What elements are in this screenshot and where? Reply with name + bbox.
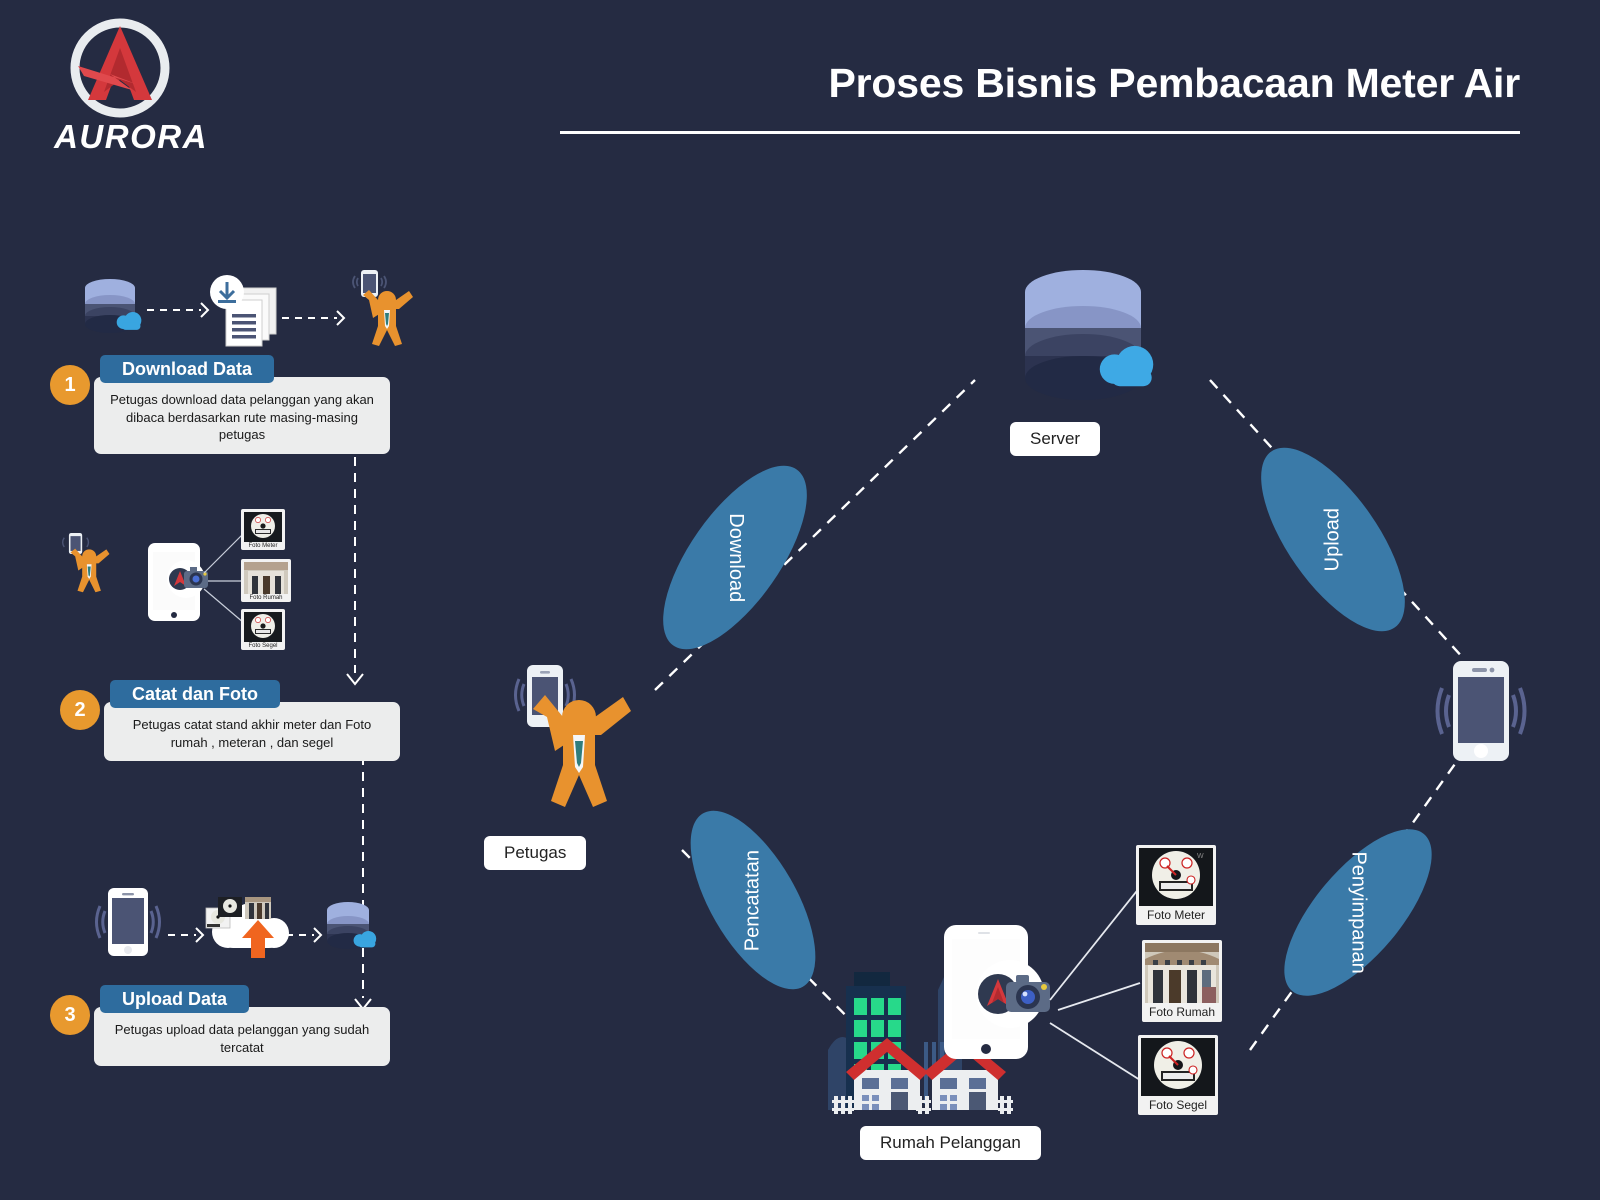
step-3-illustration — [88, 880, 378, 970]
title-divider — [560, 131, 1520, 134]
flow-arrow-icon — [286, 927, 323, 943]
officer-with-phone-icon — [61, 533, 110, 593]
step-1-description: Petugas download data pelanggan yang aka… — [94, 377, 390, 454]
step-2-illustration — [58, 505, 298, 655]
database-cloud-icon — [327, 902, 377, 949]
photo-caption: Foto Rumah — [1148, 1005, 1216, 1019]
step-photo-thumb: Foto Segel — [241, 609, 285, 650]
ribbon-penyimpanan-label: Penyimpanan — [1347, 851, 1370, 974]
photo-caption: Foto Segel — [1148, 1098, 1208, 1112]
ribbon-pencatatan-label: Pencatatan — [741, 849, 764, 951]
step-1-number: 1 — [50, 365, 90, 405]
step-2-number: 2 — [60, 690, 100, 730]
photo-caption: Foto Meter — [1146, 908, 1206, 922]
step-photo-thumb: Foto Rumah — [241, 559, 291, 602]
step-1-title: Download Data — [100, 355, 275, 383]
page-title: Proses Bisnis Pembacaan Meter Air — [828, 60, 1521, 106]
step-1-illustration — [75, 270, 413, 360]
download-documents-icon — [210, 275, 277, 347]
photo-connector-lines-icon — [203, 532, 246, 624]
photo-thumb-rumah[interactable]: Foto Rumah — [1142, 940, 1222, 1022]
phone-signal-icon — [1435, 661, 1527, 761]
database-cloud-icon — [85, 279, 142, 333]
database-cloud-icon — [1025, 270, 1154, 400]
aurora-arrow-logo-icon — [66, 14, 174, 122]
photo-thumb-meter[interactable]: W Foto Meter — [1136, 845, 1216, 925]
house-photo — [1145, 943, 1219, 1003]
node-phone[interactable] — [1420, 655, 1545, 770]
node-rumah-label: Rumah Pelanggan — [860, 1126, 1041, 1160]
water-meter-photo — [244, 512, 282, 542]
water-meter-photo: W — [1139, 848, 1213, 906]
step-3-title: Upload Data — [100, 985, 250, 1013]
node-server-label: Server — [1010, 422, 1101, 456]
ribbon-upload-label: Upload — [1321, 507, 1344, 572]
node-petugas[interactable] — [505, 655, 645, 820]
node-server[interactable] — [1015, 265, 1175, 410]
step-photo-caption: Foto Segel — [248, 643, 278, 649]
customer-house-icon — [828, 964, 1013, 1114]
step-connector-2-3 — [348, 740, 378, 1015]
flow-arrow-icon — [168, 927, 205, 943]
photo-connector-lines-icon — [1049, 886, 1141, 1081]
step-3-description: Petugas upload data pelanggan yang sudah… — [94, 1007, 390, 1067]
tablet-camera-icon — [148, 543, 208, 621]
brand-logo: AURORA — [46, 14, 216, 155]
step-3-number: 3 — [50, 995, 90, 1035]
step-connector-1-2 — [340, 425, 370, 690]
house-photo — [244, 562, 288, 594]
brand-name: AURORA — [54, 118, 208, 155]
step-2-description: Petugas catat stand akhir meter dan Foto… — [104, 702, 400, 762]
step-photo-caption: Foto Rumah — [249, 595, 283, 601]
phone-signal-icon — [95, 888, 161, 956]
flow-arrow-icon — [147, 302, 210, 318]
step-2-title: Catat dan Foto — [110, 680, 280, 708]
node-petugas-label: Petugas — [484, 836, 587, 870]
svg-text:W: W — [1197, 853, 1204, 860]
seal-photo — [244, 612, 282, 642]
photo-thumb-segel[interactable]: Foto Segel — [1138, 1035, 1218, 1115]
officer-with-phone-icon — [514, 665, 631, 807]
step-photo-thumb: Foto Meter — [241, 509, 285, 550]
step-photo-caption: Foto Meter — [248, 543, 278, 549]
officer-with-phone-icon — [352, 270, 413, 346]
cloud-upload-icon — [205, 897, 289, 958]
flow-arrow-icon — [282, 310, 346, 326]
tablet-camera-node[interactable] — [940, 925, 1080, 1105]
node-rumah-pelanggan[interactable] — [828, 920, 1028, 1120]
seal-photo — [1141, 1038, 1215, 1096]
ribbon-download-label: Download — [724, 513, 747, 602]
tablet-camera-icon — [944, 925, 1050, 1059]
